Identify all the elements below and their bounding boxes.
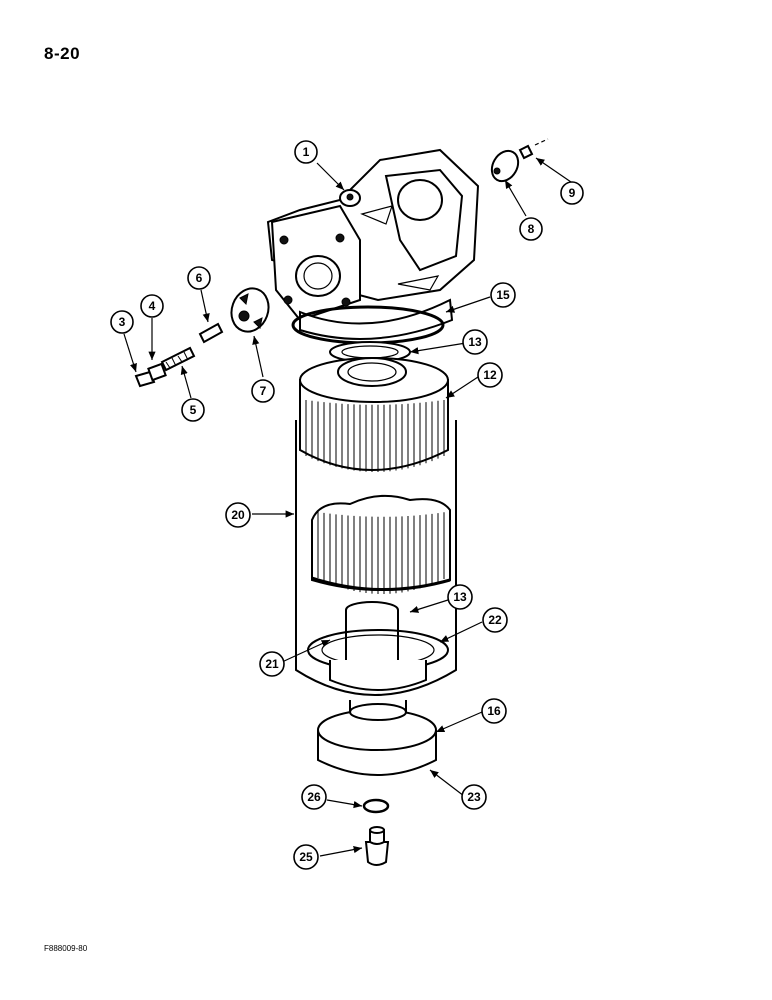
svg-text:4: 4 — [149, 299, 156, 313]
callout-8: 8 — [519, 217, 543, 241]
svg-text:1: 1 — [303, 145, 310, 159]
plug-and-washer — [490, 138, 549, 183]
lower-assembly — [307, 601, 449, 691]
callout-6: 6 — [187, 266, 211, 290]
drain-plug-parts — [362, 798, 390, 866]
bottom-cap — [317, 700, 437, 776]
svg-text:13: 13 — [468, 335, 482, 349]
callout-16: 16 — [481, 698, 507, 724]
callout-3: 3 — [110, 310, 134, 334]
svg-text:26: 26 — [307, 790, 321, 804]
svg-text:25: 25 — [299, 850, 313, 864]
svg-text:13: 13 — [453, 590, 467, 604]
svg-text:22: 22 — [488, 613, 502, 627]
leader-lines — [123, 157, 572, 857]
filter-element — [299, 357, 449, 472]
page-number: 8-20 — [44, 44, 81, 63]
callout-4: 4 — [140, 294, 164, 318]
figure-code: F888009-80 — [44, 944, 88, 953]
callout-15: 15 — [490, 282, 516, 308]
svg-text:5: 5 — [190, 403, 197, 417]
callout-20: 20 — [225, 502, 251, 528]
svg-text:15: 15 — [496, 288, 510, 302]
svg-text:7: 7 — [260, 384, 267, 398]
svg-text:23: 23 — [467, 790, 481, 804]
callout-7: 7 — [251, 379, 275, 403]
filter-bowl — [295, 420, 457, 696]
callout-1: 1 — [294, 140, 318, 164]
svg-text:9: 9 — [569, 186, 576, 200]
svg-text:6: 6 — [196, 271, 203, 285]
callout-26: 26 — [301, 784, 327, 810]
callout-21: 21 — [259, 651, 285, 677]
filter-head — [266, 148, 480, 340]
svg-text:3: 3 — [119, 315, 126, 329]
svg-text:21: 21 — [265, 657, 279, 671]
callout-13-lower: 13 — [447, 584, 473, 610]
svg-text:8: 8 — [528, 222, 535, 236]
callout-25: 25 — [293, 844, 319, 870]
relief-valve-parts — [134, 287, 270, 388]
callout-9: 9 — [560, 181, 584, 205]
svg-text:20: 20 — [231, 508, 245, 522]
svg-text:12: 12 — [483, 368, 497, 382]
callout-22: 22 — [482, 607, 508, 633]
callout-12: 12 — [477, 362, 503, 388]
callout-23: 23 — [461, 784, 487, 810]
callout-5: 5 — [181, 398, 205, 422]
svg-text:16: 16 — [487, 704, 501, 718]
callout-13-upper: 13 — [462, 329, 488, 355]
